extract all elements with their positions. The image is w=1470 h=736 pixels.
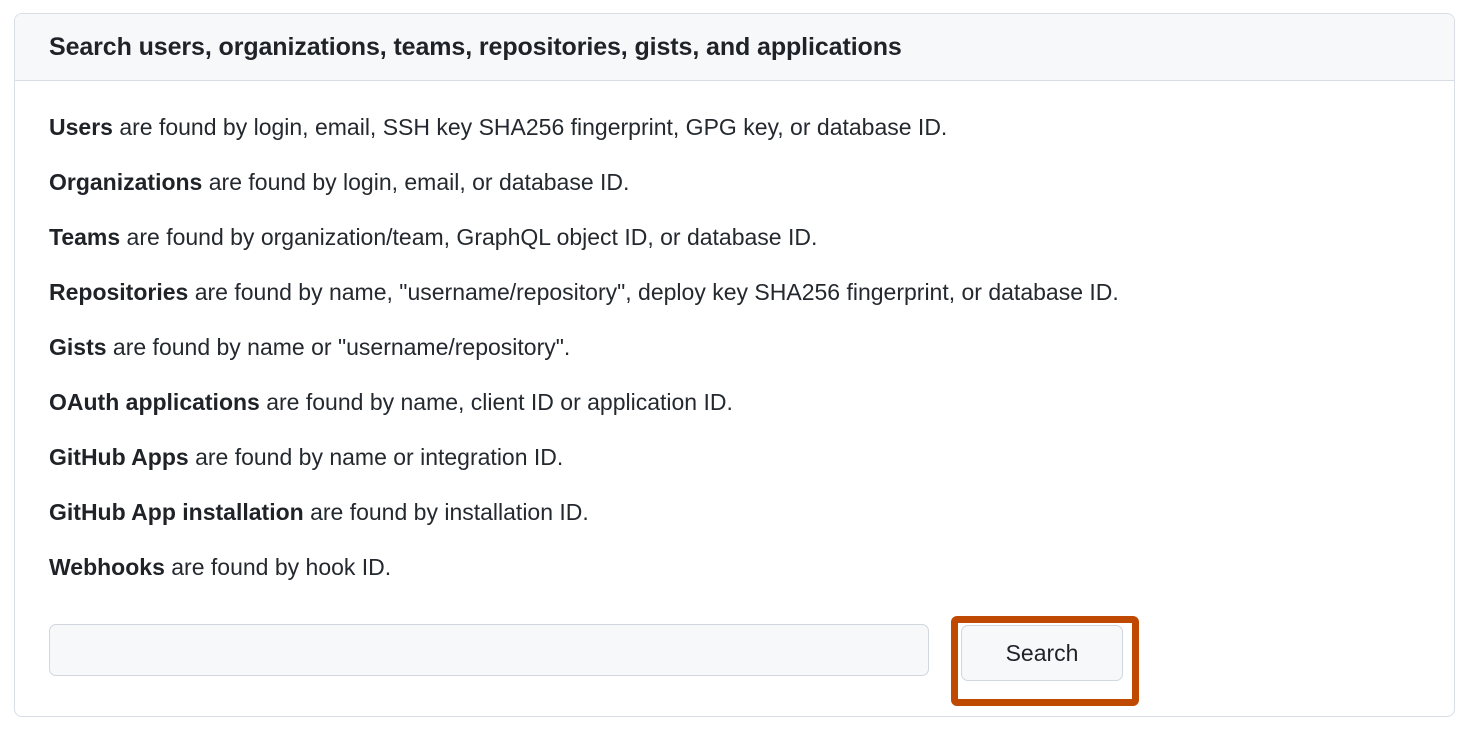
term-label: Webhooks — [49, 554, 165, 580]
description-line-github-app-installation: GitHub App installation are found by ins… — [49, 485, 1420, 540]
search-form: Search — [49, 616, 1420, 707]
card-header: Search users, organizations, teams, repo… — [15, 14, 1454, 81]
term-description: are found by login, email, or database I… — [202, 169, 630, 195]
card-body: Users are found by login, email, SSH key… — [15, 81, 1454, 707]
search-card: Search users, organizations, teams, repo… — [14, 13, 1455, 717]
description-line-gists: Gists are found by name or "username/rep… — [49, 320, 1420, 375]
description-line-repositories: Repositories are found by name, "usernam… — [49, 265, 1420, 320]
term-description: are found by installation ID. — [303, 499, 589, 525]
term-description: are found by name, client ID or applicat… — [259, 389, 733, 415]
description-line-organizations: Organizations are found by login, email,… — [49, 155, 1420, 210]
term-description: are found by name, "username/repository"… — [188, 279, 1119, 305]
description-line-teams: Teams are found by organization/team, Gr… — [49, 210, 1420, 265]
term-label: GitHub Apps — [49, 444, 189, 470]
description-line-users: Users are found by login, email, SSH key… — [49, 100, 1420, 155]
term-label: Organizations — [49, 169, 203, 195]
term-description: are found by login, email, SSH key SHA25… — [112, 114, 948, 140]
page-title: Search users, organizations, teams, repo… — [49, 32, 902, 61]
term-label: OAuth applications — [49, 389, 260, 415]
search-input[interactable] — [49, 624, 929, 676]
description-line-webhooks: Webhooks are found by hook ID. — [49, 540, 1420, 595]
term-label: Gists — [49, 334, 107, 360]
term-description: are found by hook ID. — [164, 554, 392, 580]
term-label: GitHub App installation — [49, 499, 304, 525]
term-label: Teams — [49, 224, 121, 250]
search-button[interactable]: Search — [961, 625, 1123, 681]
description-line-oauth-applications: OAuth applications are found by name, cl… — [49, 375, 1420, 430]
description-line-github-apps: GitHub Apps are found by name or integra… — [49, 430, 1420, 485]
term-label: Users — [49, 114, 113, 140]
term-description: are found by name or integration ID. — [188, 444, 564, 470]
term-description: are found by name or "username/repositor… — [106, 334, 571, 360]
term-description: are found by organization/team, GraphQL … — [120, 224, 818, 250]
term-label: Repositories — [49, 279, 189, 305]
